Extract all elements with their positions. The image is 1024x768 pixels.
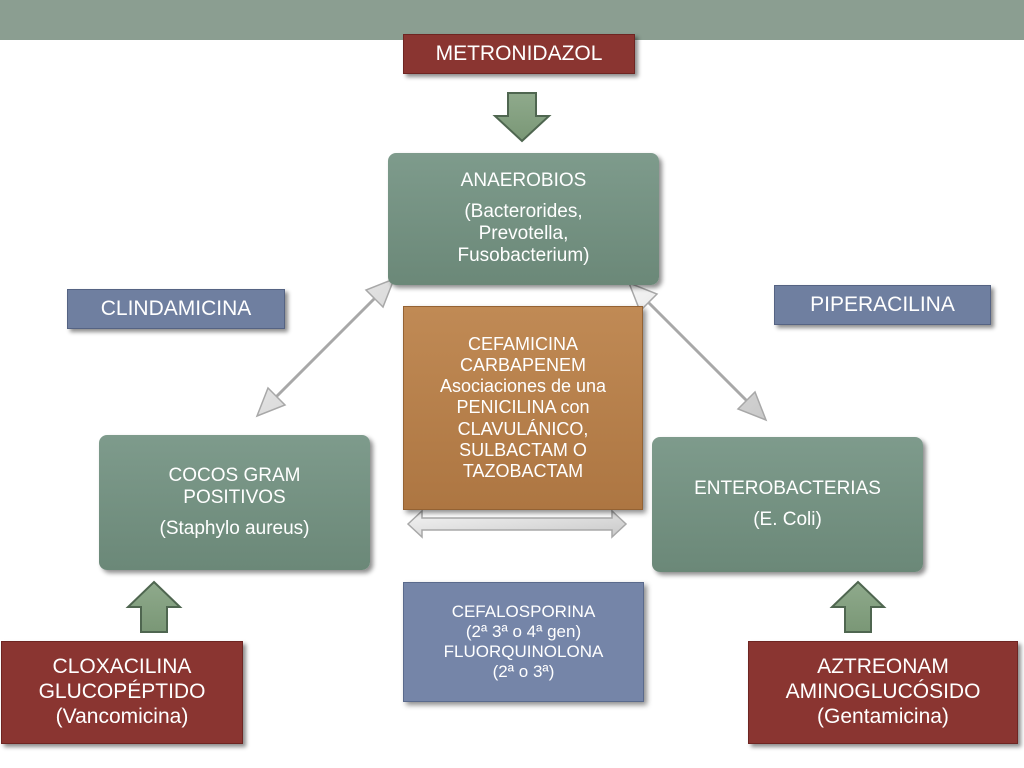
aztreonam-box: AZTREONAM AMINOGLUCÓSIDO (Gentamicina) xyxy=(748,641,1018,744)
double-arrow-right xyxy=(627,281,768,422)
center-treatment-box: CEFAMICINA CARBAPENEM Asociaciones de un… xyxy=(403,306,643,510)
cocos-gram-positivos-node: COCOS GRAM POSITIVOS (Staphylo aureus) xyxy=(99,435,370,570)
double-arrow-left xyxy=(255,277,396,418)
cloxacilina-box: CLOXACILINA GLUCOPÉPTIDO (Vancomicina) xyxy=(1,641,243,744)
up-arrow-cloxacilina xyxy=(125,580,183,633)
down-arrow-metronidazol xyxy=(492,92,552,143)
cefalosporina-box: CEFALOSPORINA (2ª 3ª o 4ª gen) FLUORQUIN… xyxy=(403,582,644,702)
metronidazol-label: METRONIDAZOL xyxy=(403,34,635,74)
top-bar xyxy=(0,0,1024,40)
clindamicina-label: CLINDAMICINA xyxy=(67,289,285,329)
double-arrow-bottom xyxy=(406,509,628,539)
anaerobios-node: ANAEROBIOS (Bacterorides, Prevotella, Fu… xyxy=(388,153,659,285)
piperacilina-label: PIPERACILINA xyxy=(774,285,991,325)
enterobacterias-node: ENTEROBACTERIAS (E. Coli) xyxy=(652,437,923,572)
up-arrow-aztreonam xyxy=(829,580,887,633)
